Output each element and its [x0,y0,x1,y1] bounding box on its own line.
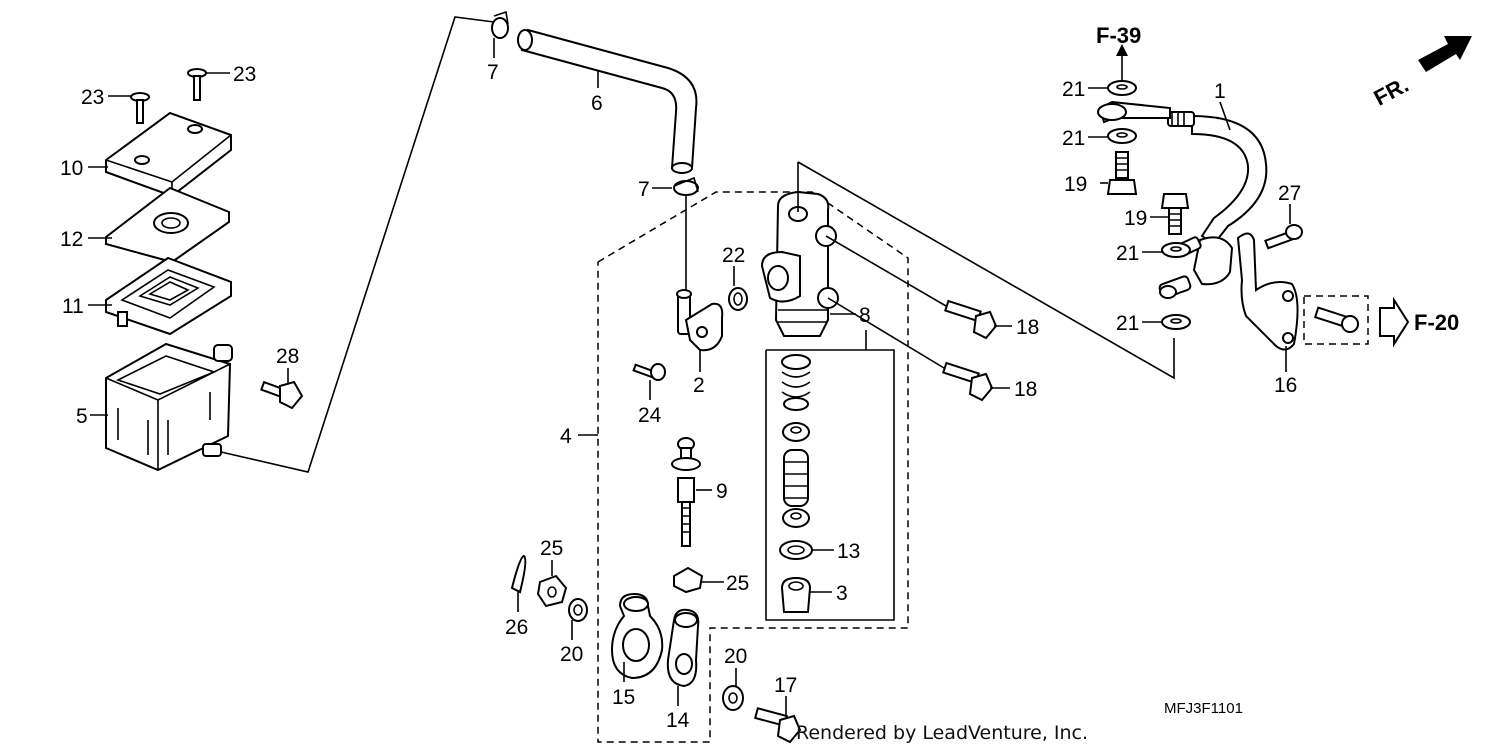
callout-21-c: 21 [1116,242,1139,265]
callout-5: 5 [76,405,88,428]
credit-text: Rendered by LeadVenture, Inc. [796,722,1088,744]
bolt-part-17[interactable] [753,707,802,744]
cotter-pin-part-26[interactable] [510,554,527,594]
washer-part-20-a[interactable] [568,598,588,622]
piston[interactable] [783,449,809,507]
callout-24: 24 [638,404,662,427]
diaphragm-plate-part-12[interactable] [105,186,230,264]
callout-10: 10 [60,157,83,180]
screw-part-23-b[interactable] [187,68,207,101]
callout-21-d: 21 [1116,312,1139,335]
callout-21-a: 21 [1062,78,1085,101]
screw-part-24[interactable] [632,363,666,381]
bolt-part-27[interactable] [1264,224,1303,250]
callout-26: 26 [505,616,528,639]
callout-11: 11 [62,295,84,318]
bolt-part-28[interactable] [260,380,304,410]
callout-25-a: 25 [540,537,563,560]
callout-25-b: 25 [726,572,749,595]
leader-bolt18b [827,297,945,369]
callout-16: 16 [1274,374,1297,397]
callout-23-b: 23 [233,63,256,86]
reservoir-hose-part-6[interactable] [517,28,698,174]
washer-part-20-b[interactable] [722,685,744,711]
reservoir-body-part-5[interactable] [105,342,233,472]
joint-part-14[interactable] [666,608,700,688]
bolt-part-19-b[interactable] [1160,193,1190,235]
washer-part-21-a[interactable] [1107,80,1137,96]
callout-2: 2 [693,374,705,397]
banjo-fitting-upper[interactable] [1097,103,1127,121]
o-ring-part-22[interactable] [728,287,748,311]
joint-part-2[interactable] [676,289,724,352]
bolt-right-f20[interactable] [1313,306,1359,333]
callout-19-b: 19 [1124,207,1147,230]
washer-part-21-b[interactable] [1107,128,1137,144]
master-cylinder-body[interactable] [760,190,839,337]
push-rod-part-9[interactable] [671,437,701,547]
callout-12: 12 [60,228,83,251]
reference-box-f20 [1303,295,1369,345]
clevis-part-15[interactable] [610,592,664,680]
reference-f39: F-39 [1096,23,1141,48]
boot-part-3[interactable] [780,576,812,613]
bolt-part-18-b[interactable] [942,361,994,402]
bolt-part-19-a[interactable] [1106,151,1138,195]
callout-27: 27 [1278,182,1301,205]
washer-part-21-c[interactable] [1161,242,1191,258]
callout-14: 14 [666,709,690,732]
diaphragm-part-11[interactable] [105,256,232,336]
callout-3: 3 [836,582,848,605]
callout-13: 13 [837,540,860,563]
snap-ring-part-13[interactable] [779,540,813,560]
callout-7-b: 7 [638,178,650,201]
arrow-head-f39 [1116,44,1128,56]
callout-21-b: 21 [1062,127,1085,150]
bracket-part-16[interactable] [1236,232,1299,351]
callout-15: 15 [612,686,635,709]
piston-kit-box-part-8 [765,349,895,621]
assembly-box-part-4 [597,191,909,743]
cup-lower[interactable] [782,508,810,528]
diagram-code: MFJ3F1101 [1164,700,1243,717]
callout-9: 9 [716,480,728,503]
callout-20-a: 20 [560,643,583,666]
callout-22: 22 [722,244,745,267]
bolt-part-18-a[interactable] [944,299,998,340]
callout-18-b: 18 [1014,378,1037,401]
hose-clip-part-7-b[interactable] [673,176,699,196]
callout-17: 17 [774,674,797,697]
reservoir-cap-part-10[interactable] [105,111,232,198]
cup-upper[interactable] [782,422,810,442]
callout-23-a: 23 [81,86,104,109]
screw-part-23-a[interactable] [130,92,150,124]
brake-switch-assembly[interactable] [1158,236,1234,299]
callout-1: 1 [1214,80,1226,103]
spring-upper[interactable] [781,354,811,411]
callout-19-a: 19 [1064,173,1087,196]
reference-f20: F-20 [1414,310,1459,335]
hose-clip-part-7-a[interactable] [491,10,509,39]
nut-part-25-b[interactable] [673,566,704,594]
direction-arrow [1418,36,1472,72]
leader-lines [88,38,1291,716]
washer-part-21-d[interactable] [1161,314,1191,330]
direction-label: FR. [1370,72,1413,111]
callout-8: 8 [859,304,871,327]
reservoir-hose-link-line [220,16,495,473]
callout-20-b: 20 [724,645,747,668]
body-to-hose-link-line [797,161,1175,380]
arrow-to-f20 [1379,296,1410,348]
callout-28: 28 [276,345,299,368]
nut-part-25-a[interactable] [536,574,568,608]
callout-6: 6 [591,92,603,115]
callout-7-a: 7 [487,61,499,84]
callout-4: 4 [560,425,572,448]
callout-18-a: 18 [1016,316,1039,339]
leader-bolt18a [825,235,947,307]
